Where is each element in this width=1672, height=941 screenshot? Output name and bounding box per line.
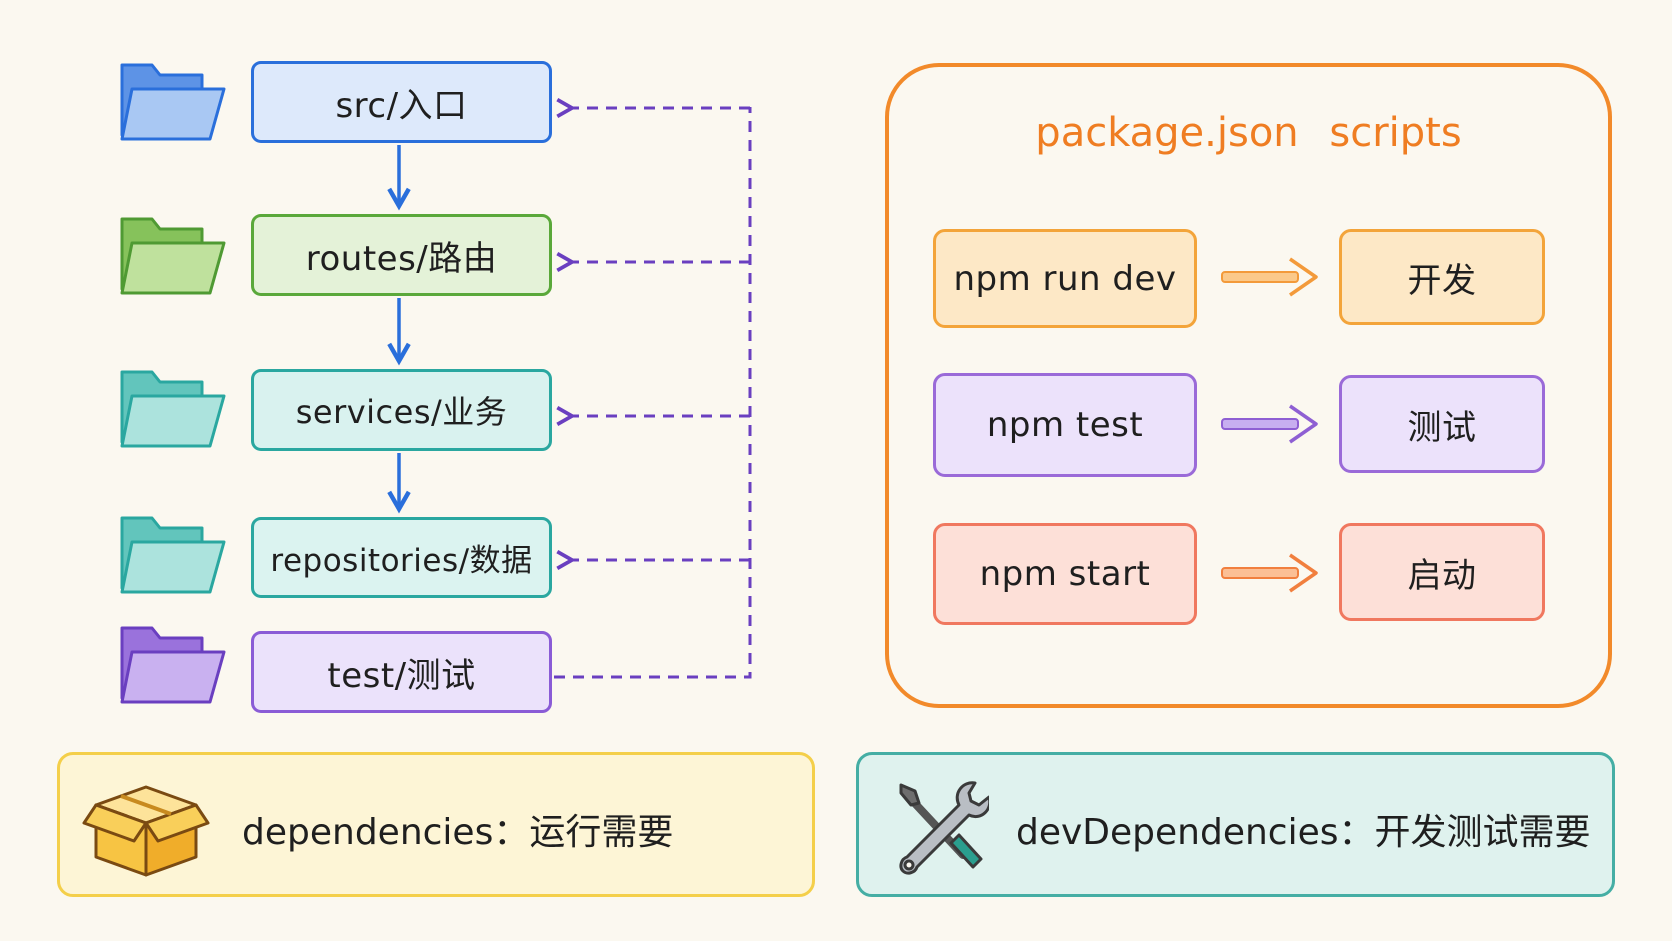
- legend-devdependencies-label: devDependencies：开发测试需要: [1016, 812, 1591, 853]
- folder-icon-services: [118, 364, 228, 454]
- script-command-test: npm test: [933, 373, 1197, 477]
- legend-dependencies-label: dependencies：运行需要: [242, 812, 674, 853]
- folder-icon-routes: [118, 211, 228, 301]
- scripts-title: package.json scripts: [1035, 110, 1462, 156]
- test-links: [554, 97, 752, 679]
- legend-devdependencies: devDependencies：开发测试需要: [856, 752, 1615, 897]
- script-result-test: 测试: [1339, 375, 1545, 473]
- folder-icon-repositories: [118, 510, 228, 600]
- package-box-icon: [82, 771, 210, 883]
- script-result-dev: 开发: [1339, 229, 1545, 325]
- wrench-screwdriver-icon: [889, 775, 992, 879]
- script-command-dev: npm run dev: [933, 229, 1197, 328]
- script-arrow-dev: [1221, 257, 1318, 297]
- node-services: services/业务: [251, 369, 552, 451]
- node-src: src/入口: [251, 61, 552, 143]
- node-routes: routes/路由: [251, 214, 552, 296]
- folder-icon-src: [118, 57, 228, 147]
- script-command-start: npm start: [933, 523, 1197, 625]
- legend-dependencies: dependencies：运行需要: [57, 752, 815, 897]
- script-arrow-start: [1221, 553, 1318, 593]
- script-result-start: 启动: [1339, 523, 1545, 621]
- folder-icon-test: [118, 620, 228, 710]
- node-test: test/测试: [251, 631, 552, 713]
- test-link-trunk: [554, 107, 752, 679]
- script-arrow-test: [1221, 404, 1318, 444]
- scripts-panel: [885, 63, 1612, 708]
- node-repositories: repositories/数据: [251, 517, 552, 598]
